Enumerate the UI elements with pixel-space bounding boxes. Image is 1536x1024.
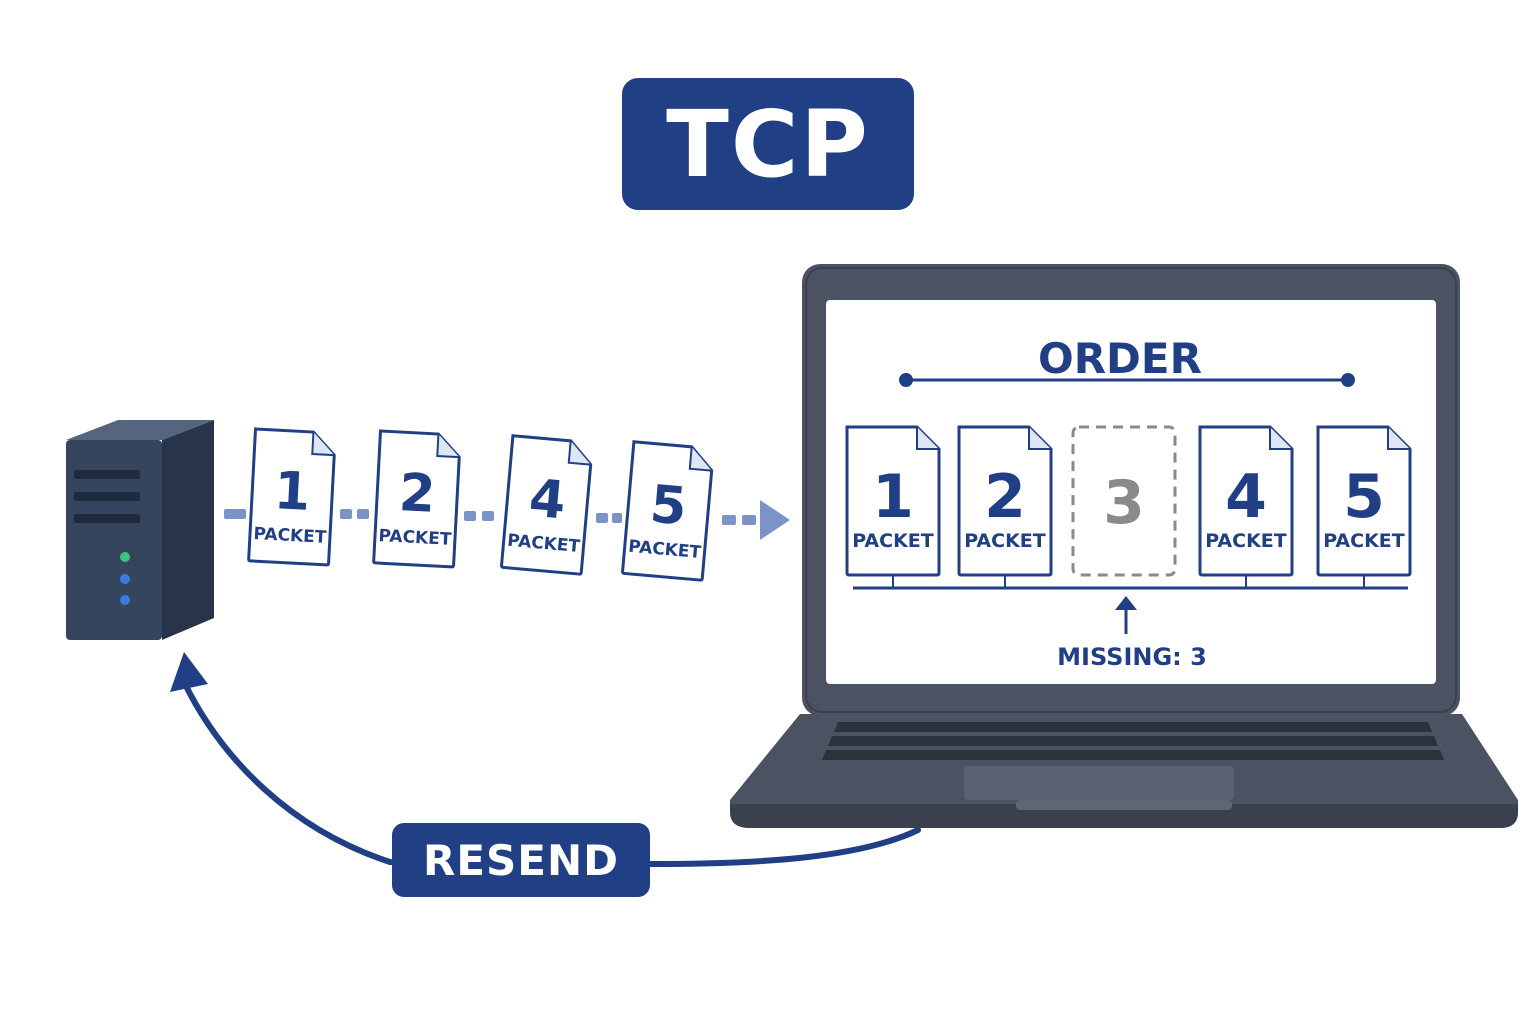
packet-slot: 5 PACKET [1316, 425, 1412, 587]
stream-packet-number: 5 [648, 475, 689, 538]
missing-slot-number: 3 [1103, 468, 1145, 538]
stream-packet: 2 PACKET [372, 429, 461, 569]
order-slots: 1 PACKET 2 PACKET 3 4 PACKET 5 PACKET [845, 425, 1412, 587]
packet-slot-number: 4 [1225, 462, 1267, 532]
resend-arrowhead-icon [170, 652, 208, 692]
stream-arrowhead-icon [760, 500, 790, 540]
stream-packet-number: 2 [398, 463, 437, 525]
tcp-title-badge: TCP [622, 78, 914, 210]
laptop-keyboard [822, 722, 1444, 760]
packet-stream-dashes [224, 509, 756, 525]
stream-packet: 5 PACKET [621, 440, 714, 582]
laptop-trackpad [964, 766, 1234, 800]
stream-packet: 1 PACKET [247, 427, 336, 567]
stream-packet-number: 4 [527, 469, 568, 532]
packet-slot-number: 1 [872, 462, 914, 532]
server-vent [74, 514, 140, 523]
packet-slot: 1 PACKET [845, 425, 941, 587]
server-led-blue [120, 595, 130, 605]
server-vent [74, 492, 140, 501]
order-label: ORDER [1038, 334, 1202, 383]
stream-packet-label: PACKET [378, 526, 452, 550]
packet-slot-label: PACKET [1323, 530, 1405, 552]
stream-packet: 4 PACKET [500, 434, 593, 576]
packet-slot: 2 PACKET [957, 425, 1053, 587]
stream-packet-label: PACKET [253, 524, 327, 548]
server-led-green [120, 552, 130, 562]
resend-badge: RESEND [392, 823, 650, 897]
server-led-blue [120, 574, 130, 584]
server-vent [74, 470, 140, 479]
packet-slot-label: PACKET [1205, 530, 1287, 552]
missing-pointer-arrow-icon [1115, 596, 1137, 634]
packet-slot-label: PACKET [852, 530, 934, 552]
packet-slot: 4 PACKET [1198, 425, 1294, 587]
packet-slot-number: 2 [984, 462, 1026, 532]
packet-slot-number: 5 [1343, 462, 1385, 532]
missing-text: MISSING: 3 [1057, 643, 1207, 671]
server-icon [66, 420, 214, 640]
order-line [899, 373, 1355, 387]
stream-packet-number: 1 [273, 461, 312, 523]
resend-label: RESEND [423, 835, 619, 885]
packet-stream: 1 PACKET 2 PACKET 4 PACKET 5 PACKET [247, 427, 714, 582]
tcp-title: TCP [666, 90, 870, 198]
packet-slot-label: PACKET [964, 530, 1046, 552]
missing-packet-slot: 3 [1071, 425, 1177, 577]
